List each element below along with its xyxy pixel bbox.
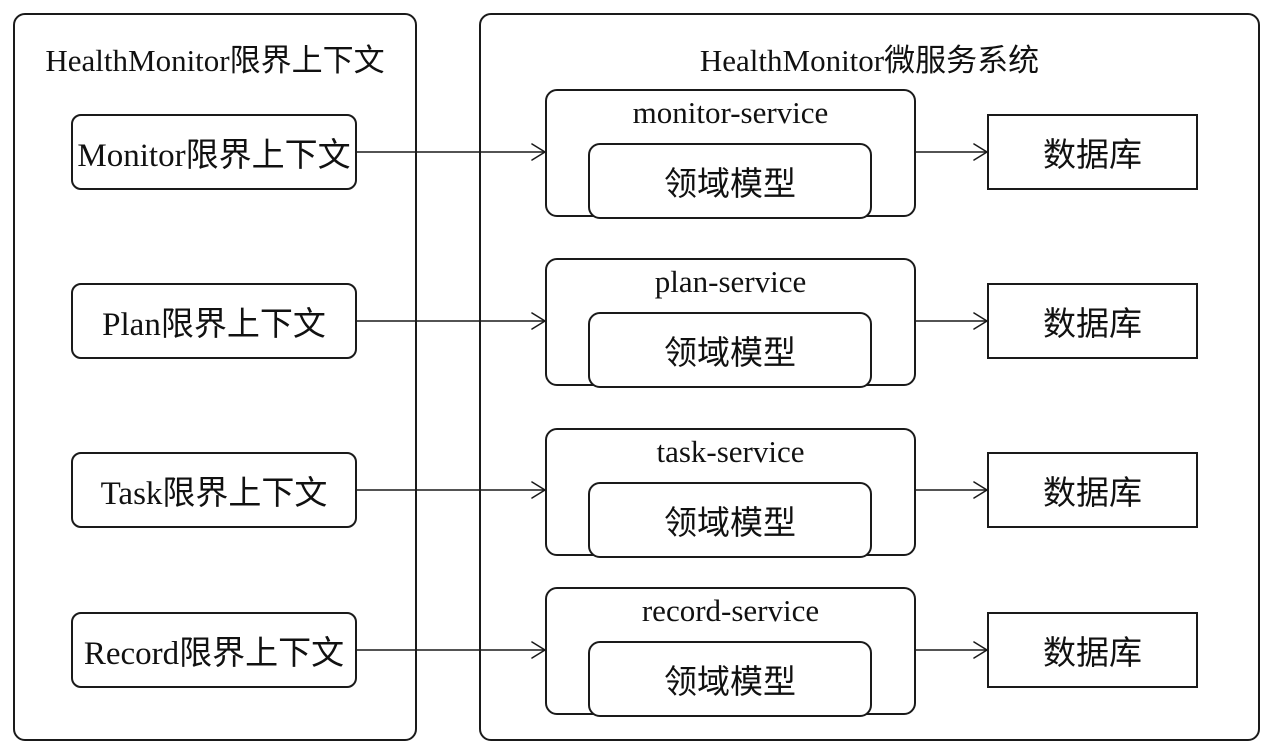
microservice-system-panel-title: HealthMonitor微服务系统: [699, 43, 1040, 78]
record-service-box: record-service 领域模型: [545, 587, 916, 717]
task-database-box: 数据库: [987, 452, 1198, 528]
domain-model-box: 领域模型: [588, 143, 872, 219]
service-name-label: plan-service: [654, 264, 807, 299]
plan-context-box: Plan限界上下文: [71, 283, 357, 359]
service-name-label: record-service: [641, 593, 820, 628]
plan-service-box: plan-service 领域模型: [545, 258, 916, 388]
record-database-box: 数据库: [987, 612, 1198, 688]
plan-database-box: 数据库: [987, 283, 1198, 359]
domain-model-box: 领域模型: [588, 641, 872, 717]
service-name-label: task-service: [656, 434, 805, 469]
task-service-box: task-service 领域模型: [545, 428, 916, 558]
domain-model-box: 领域模型: [588, 312, 872, 388]
monitor-database-box: 数据库: [987, 114, 1198, 190]
domain-model-box: 领域模型: [588, 482, 872, 558]
task-context-box: Task限界上下文: [71, 452, 357, 528]
monitor-service-box: monitor-service 领域模型: [545, 89, 916, 219]
record-context-box: Record限界上下文: [71, 612, 357, 688]
bounded-context-panel-title: HealthMonitor限界上下文: [45, 43, 385, 78]
service-name-label: monitor-service: [632, 95, 829, 130]
monitor-context-box: Monitor限界上下文: [71, 114, 357, 190]
